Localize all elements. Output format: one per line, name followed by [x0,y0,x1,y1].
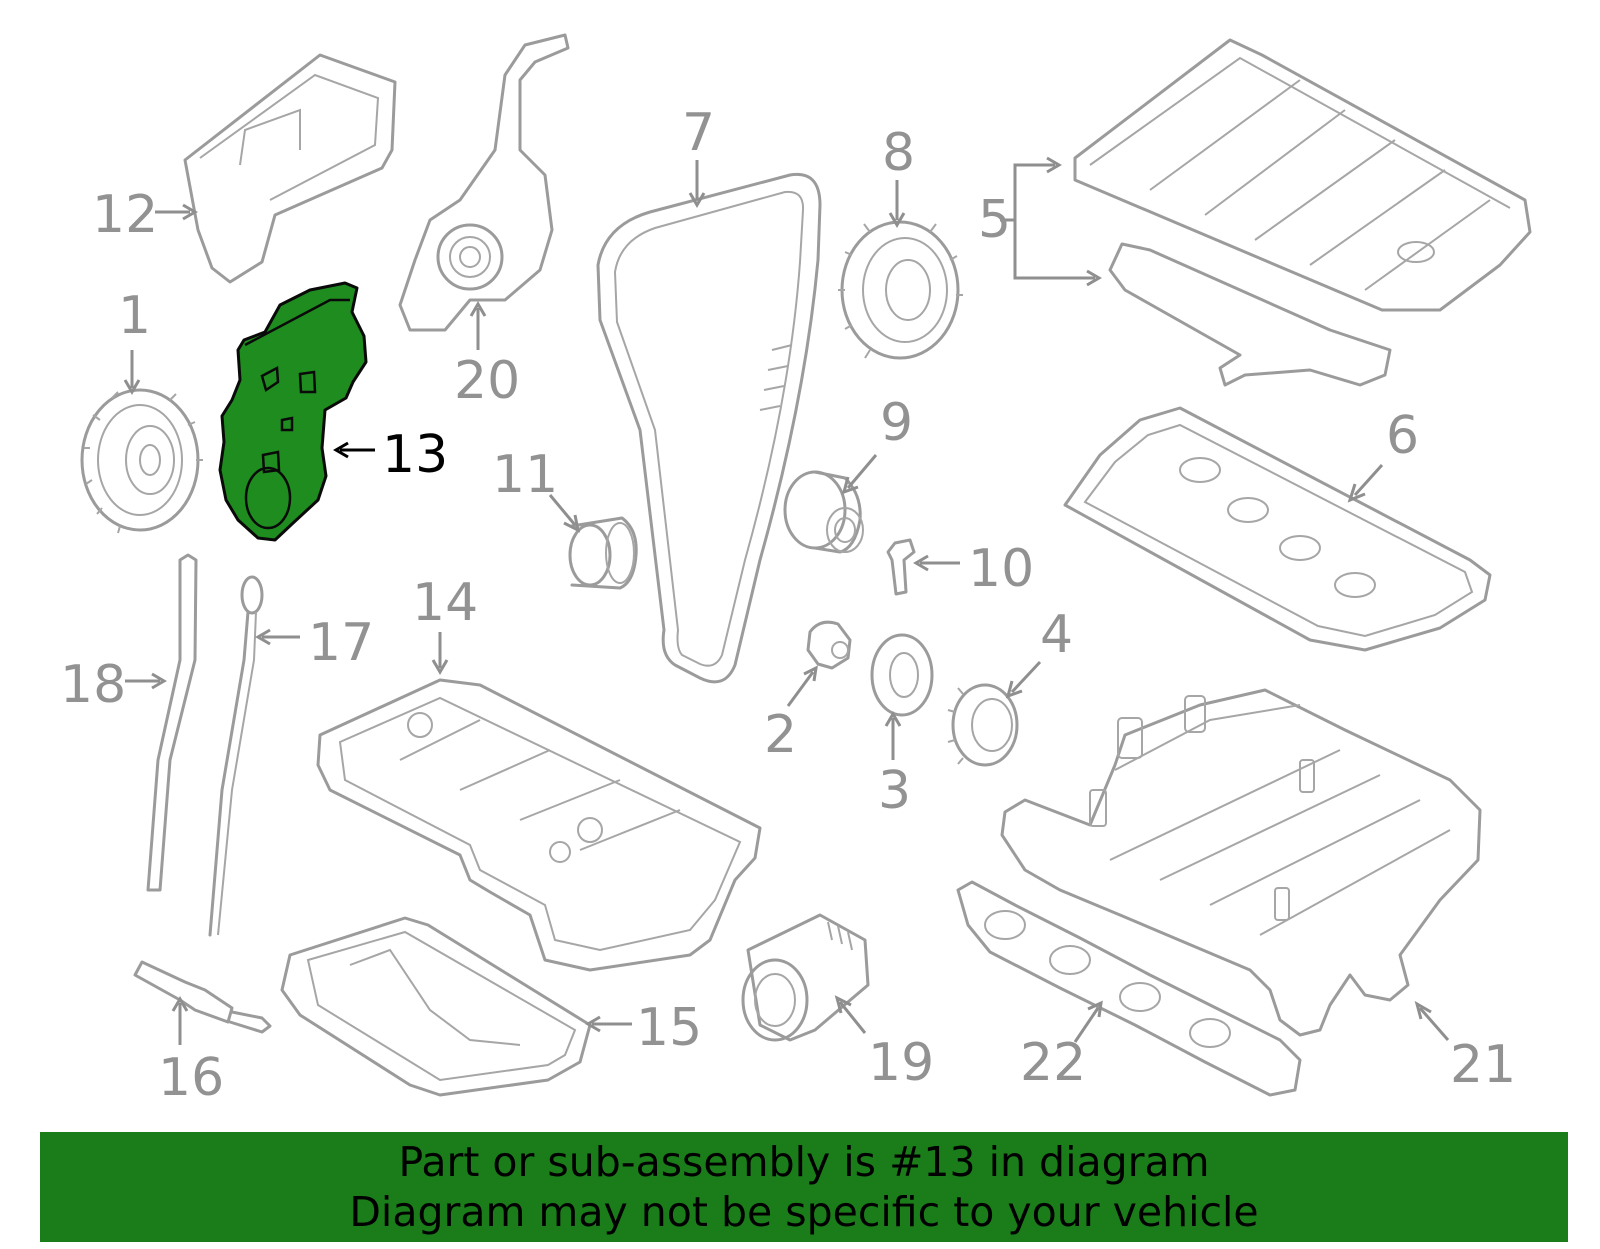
part-17-dipstick [208,575,264,937]
part-14-oil-pan-upper [316,678,762,972]
callout-4: 4 [1040,605,1073,665]
callout-15: 15 [636,998,702,1058]
callout-14: 14 [412,573,478,633]
callout-21: 21 [1450,1035,1516,1095]
part-8-camshaft-sprocket [838,220,963,360]
part-6-cover-gasket [1063,406,1492,652]
leader-lines [123,156,1450,1045]
callout-16: 16 [158,1048,224,1108]
part-18-dipstick-tube [146,553,198,892]
callout-10: 10 [968,539,1034,599]
part-12-upper-timing-cover [183,53,397,284]
callout-2: 2 [764,705,797,765]
banner-line-part-number: Part or sub-assembly is #13 in diagram [398,1138,1210,1186]
part-21-intake-manifold [1000,688,1482,1037]
callout-22: 22 [1020,1033,1086,1093]
callout-11: 11 [492,445,558,505]
part-1-crankshaft-pulley [80,388,203,534]
part-10-bolt [886,538,916,596]
part-16-sealant [133,960,272,1034]
callout-8: 8 [882,123,915,183]
callout-1: 1 [118,286,151,346]
info-banner: Part or sub-assembly is #13 in diagram D… [40,1132,1568,1242]
part-22-manifold-gasket [956,880,1302,1097]
part-2-plug [806,620,852,670]
part-11-idler-pulley [568,516,638,590]
part-7-timing-belt [596,172,822,684]
callout-7: 7 [682,103,715,163]
callout-19: 19 [868,1033,934,1093]
callout-17: 17 [308,613,374,673]
part-3-washer [870,633,934,717]
callout-13: 13 [382,425,448,485]
callout-12: 12 [92,185,158,245]
part-20-oil-pump [398,33,570,332]
callout-3: 3 [878,761,911,821]
part-4-crankshaft-gear [947,683,1019,767]
parts-diagram: 12 1 20 13 7 8 5 6 9 11 10 14 17 18 4 2 … [60,33,1532,1108]
part-5-cylinder-head-cover [1073,38,1532,387]
callout-6: 6 [1386,406,1419,466]
part-15-oil-pan-lower [280,916,592,1097]
callout-5: 5 [978,190,1011,250]
callout-9: 9 [880,393,913,453]
banner-line-disclaimer: Diagram may not be specific to your vehi… [349,1188,1259,1236]
part-13-lower-timing-cover-highlighted [218,281,368,542]
callout-20: 20 [454,351,520,411]
callout-18: 18 [60,655,126,715]
part-19-oil-filter [741,913,870,1042]
